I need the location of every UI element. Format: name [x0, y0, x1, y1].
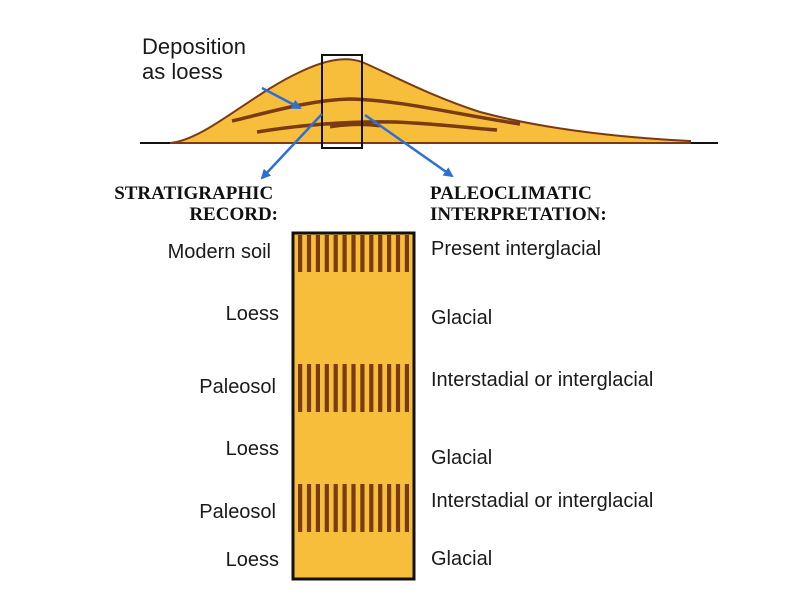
unit-label-loess-3: Loess — [226, 549, 279, 571]
stratigraphic-header: STRATIGRAPHIC RECORD: — [114, 183, 278, 225]
column-outline — [291, 231, 416, 581]
soil-stripe — [315, 235, 320, 272]
layer-labels: Modern soil Present interglacial Loess G… — [168, 238, 654, 571]
interpretation-label-glacial-1: Glacial — [431, 307, 492, 329]
soil-stripe — [404, 484, 409, 532]
soil-stripe — [324, 484, 329, 532]
soil-stripe — [395, 235, 401, 272]
loess-hill-body — [169, 58, 691, 144]
paleoclimatic-header-line-1: PALEOCLIMATIC — [430, 183, 592, 204]
soil-stripe — [342, 484, 347, 532]
sample-window-box — [321, 54, 363, 149]
soil-stripes — [298, 235, 409, 532]
soil-stripe — [298, 484, 303, 532]
buried-soil-line-2 — [256, 120, 498, 134]
deposition-label-line-1: Deposition — [142, 34, 246, 59]
soil-stripe — [404, 235, 409, 272]
soil-stripe — [378, 235, 383, 272]
loess-hill — [140, 54, 718, 149]
paleoclimatic-header-line-2: INTERPRETATION: — [430, 204, 607, 225]
stratigraphic-header-line-2: RECORD: — [189, 204, 278, 225]
soil-stripe — [360, 484, 365, 532]
soil-stripe — [351, 364, 356, 412]
interpretation-label-present-interglacial: Present interglacial — [431, 238, 601, 260]
soil-stripe — [324, 364, 329, 412]
soil-stripe — [333, 484, 338, 532]
soil-stripe — [360, 364, 365, 412]
stratigraphic-header-line-1: STRATIGRAPHIC — [114, 183, 273, 204]
deposition-label-line-2: as loess — [142, 59, 223, 84]
stratigraphic-column — [291, 231, 416, 581]
interpretation-label-interstadial-1: Interstadial or interglacial — [431, 369, 653, 391]
unit-label-loess-2: Loess — [226, 438, 279, 460]
soil-stripe — [351, 484, 356, 532]
soil-stripe — [342, 235, 347, 272]
soil-stripe — [342, 364, 347, 412]
soil-stripe — [369, 235, 374, 272]
soil-stripe — [315, 484, 320, 532]
soil-stripe — [378, 484, 383, 532]
unit-label-modern-soil: Modern soil — [168, 241, 271, 263]
soil-stripe — [333, 364, 338, 412]
soil-stripe — [333, 235, 338, 272]
soil-stripe — [306, 364, 312, 412]
left-arrow — [260, 113, 323, 180]
soil-stripe — [387, 364, 392, 412]
soil-stripe — [306, 484, 312, 532]
soil-stripe — [324, 235, 329, 272]
soil-stripe — [306, 235, 312, 272]
interpretation-label-interstadial-2: Interstadial or interglacial — [431, 490, 653, 512]
soil-stripe — [395, 364, 401, 412]
soil-stripe — [378, 364, 383, 412]
label-pointer-arrow — [261, 86, 302, 110]
soil-stripe — [395, 484, 401, 532]
soil-stripe — [351, 235, 356, 272]
buried-soil-line-3 — [329, 123, 381, 129]
unit-label-paleosol-1: Paleosol — [199, 376, 276, 398]
soil-stripe — [298, 235, 303, 272]
soil-stripe — [369, 364, 374, 412]
interpretation-label-glacial-2: Glacial — [431, 447, 492, 469]
soil-stripe — [315, 364, 320, 412]
soil-stripe — [387, 235, 392, 272]
soil-stripe — [360, 235, 365, 272]
unit-label-paleosol-2: Paleosol — [199, 501, 276, 523]
unit-label-loess-1: Loess — [226, 303, 279, 325]
soil-stripe — [369, 484, 374, 532]
interpretation-label-glacial-3: Glacial — [431, 548, 492, 570]
paleoclimatic-header: PALEOCLIMATIC INTERPRETATION: — [430, 183, 607, 225]
soil-stripe — [404, 364, 409, 412]
buried-soil-line-1 — [231, 97, 521, 126]
deposition-label: Deposition as loess — [142, 34, 252, 84]
soil-stripe — [387, 484, 392, 532]
right-arrow — [364, 113, 454, 178]
soil-stripe — [298, 364, 303, 412]
